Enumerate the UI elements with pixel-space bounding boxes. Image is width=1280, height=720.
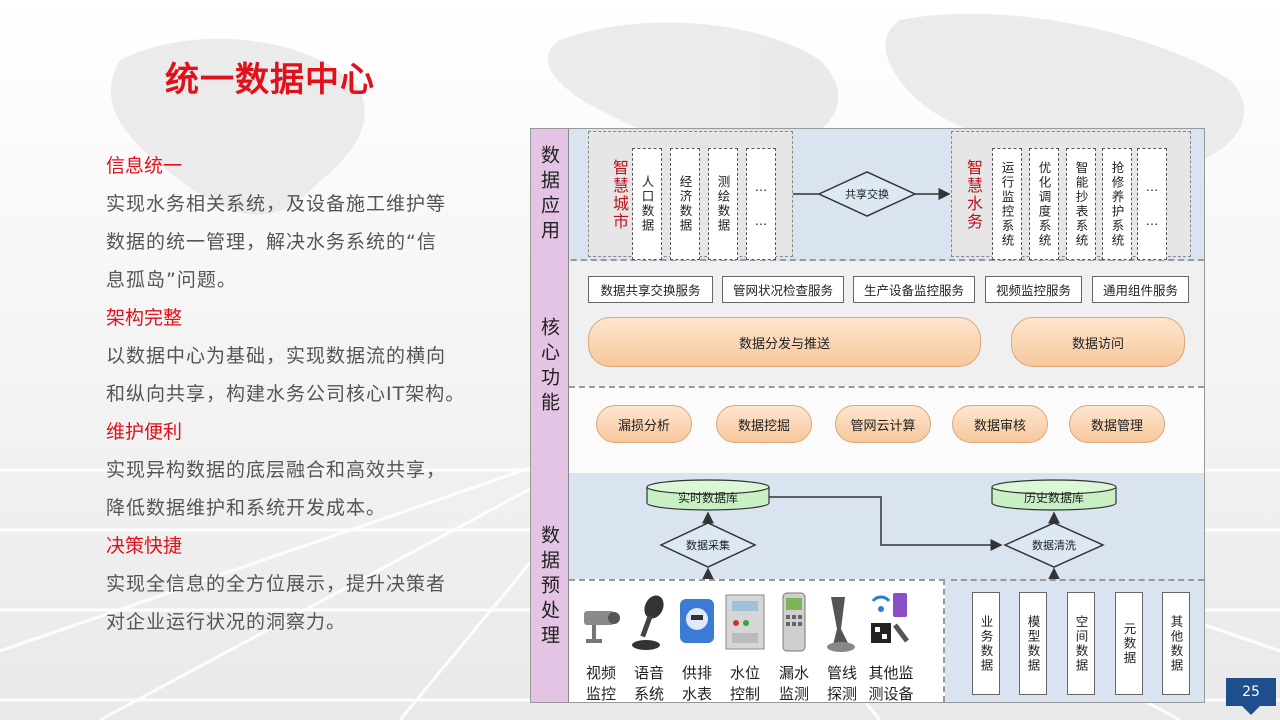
camera-icon [578,589,624,655]
benefit-text: 息孤岛”问题。 [106,269,237,291]
function-pill: 数据管理 [1069,405,1165,443]
microphone-icon [626,589,672,655]
device-label: 管线探测 [826,664,857,703]
device-label: 水位控制 [729,664,760,703]
device-label: 漏水监测 [778,664,809,703]
water-level-controller-icon [722,589,768,655]
app-data-box: 人口数据 [632,148,662,260]
realtime-database-label: 实时数据库 [678,490,738,505]
device-label: 语音系统 [633,664,664,703]
data-source-box: 空间数据 [1067,592,1095,695]
realtime-database: 实时数据库 [646,479,770,511]
service-box: 数据共享交换服务 [588,276,713,303]
data-collect-label: 数据采集 [686,538,730,552]
page-title: 统一数据中心 [165,60,375,100]
function-pill: 数据挖掘 [716,405,812,443]
benefit-heading: 决策快捷 [106,535,183,557]
shared-exchange-label: 共享交换 [845,187,889,201]
pipeline-detector-icon [819,589,865,655]
service-box: 生产设备监控服务 [853,276,975,303]
leak-detector-icon [771,589,817,655]
data-dispatch-pill: 数据分发与推送 [588,317,981,367]
app-system-box: … … [1137,148,1167,260]
shared-exchange-diamond [817,171,917,217]
benefit-text: 和纵向共享，构建水务公司核心IT架构。 [106,383,466,405]
benefit-text: 数据的统一管理，解决水务系统的“信 [106,231,437,253]
function-pill: 管网云计算 [835,405,931,443]
benefit-heading: 信息统一 [106,155,183,177]
data-access-pill: 数据访问 [1011,317,1185,367]
app-data-box: 经济数据 [670,148,700,260]
data-collect-diamond [659,522,757,568]
device-label: 供排水表 [681,664,712,703]
page-number-pointer [1242,706,1260,715]
function-pill: 漏损分析 [596,405,692,443]
history-database-label: 历史数据库 [1024,490,1084,505]
app-system-box: 智能抄表系统 [1066,148,1096,260]
app-system-box: 优化调度系统 [1029,148,1059,260]
app-data-box: 测绘数据 [708,148,738,260]
smart-water-label: 智慧水务 [964,159,983,231]
device-label: 视频监控 [585,664,616,703]
service-box: 通用组件服务 [1092,276,1189,303]
band-label-preprocessing: 数据预处理 [531,473,569,702]
data-source-box: 业务数据 [972,592,1000,695]
service-box: 视频监控服务 [985,276,1082,303]
water-meter-icon [674,589,720,655]
data-source-box: 元数据 [1115,592,1143,695]
benefit-text: 实现全信息的全方位展示，提升决策者 [106,573,447,595]
data-source-box: 模型数据 [1019,592,1047,695]
benefit-heading: 架构完整 [106,307,183,329]
benefit-text: 对企业运行状况的洞察力。 [106,611,347,633]
benefit-text: 以数据中心为基础，实现数据流的横向 [106,345,447,367]
device-label: 其他监测设备 [868,664,914,703]
benefit-text: 降低数据维护和系统开发成本。 [106,497,387,519]
app-system-box: 运行监控系统 [992,148,1022,260]
history-database: 历史数据库 [991,479,1117,511]
data-center-architecture-diagram: 数据应用 智慧城市 人口数据 经济数据 测绘数据 … … 智慧水务 运行监控系统… [530,128,1205,703]
data-clean-diamond [1003,522,1105,568]
shared-exchange-flow: 共享交换 [793,171,951,217]
data-source-box: 其他数据 [1162,592,1190,695]
benefit-text: 实现水务相关系统，及设备施工维护等 [106,193,447,215]
band-label-data-application: 数据应用 [531,129,569,261]
band-label-core-function: 核心功能 [531,261,569,473]
service-box: 管网状况检查服务 [722,276,844,303]
other-devices-icon [867,589,913,655]
benefit-text: 实现异构数据的底层融合和高效共享， [106,459,447,481]
app-data-box: … … [746,148,776,260]
benefit-heading: 维护便利 [106,421,183,443]
data-clean-label: 数据清洗 [1032,538,1076,552]
function-pill: 数据审核 [952,405,1048,443]
smart-city-label: 智慧城市 [610,159,629,231]
benefits-list: 信息统一 实现水务相关系统，及设备施工维护等 数据的统一管理，解决水务系统的“信… [106,147,506,641]
preprocessing-flow: 实时数据库 历史数据库 数据采集 数据清洗 [646,479,1117,583]
app-system-box: 抢修养护系统 [1102,148,1132,260]
page-number-badge: 25 [1226,678,1276,706]
